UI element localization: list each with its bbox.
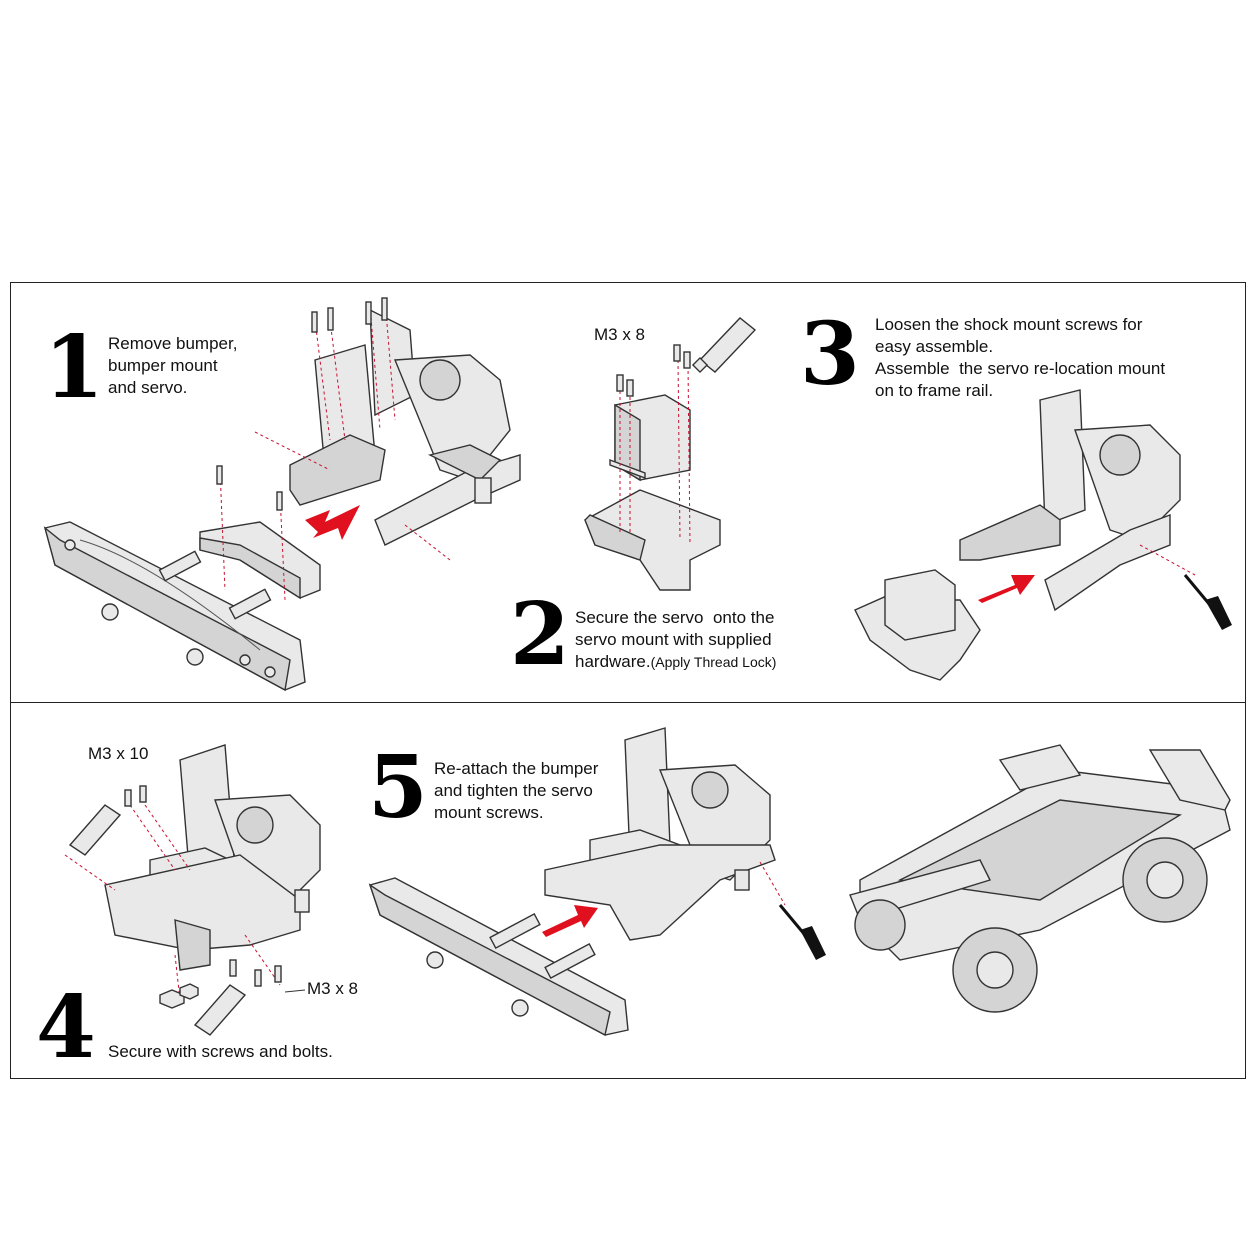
screwdriver-icon — [778, 904, 826, 960]
thread-lock-tube-icon — [691, 317, 757, 374]
step2-servo-illustration — [584, 317, 757, 591]
step-4-screw-label-top: M3 x 10 — [88, 744, 149, 763]
red-arrow-icon — [305, 505, 360, 540]
step-1-text: Remove bumper, bumper mount and servo. — [108, 334, 238, 397]
step-1-number: 1 — [44, 317, 104, 418]
step-2-number: 2 — [510, 584, 570, 685]
step5-illustration — [368, 727, 826, 1037]
completed-chassis-illustration — [849, 744, 1231, 1013]
step-2-text-small: (Apply Thread Lock) — [650, 654, 777, 670]
step4-illustration — [64, 744, 321, 1036]
thread-lock-tube-icon — [68, 804, 247, 1036]
step-5-text: Re-attach the bumper and tighten the ser… — [434, 759, 599, 822]
step1-bumper-illustration — [43, 521, 321, 692]
step-4-number: 4 — [36, 977, 96, 1078]
step1-frame-illustration — [216, 297, 521, 601]
row-divider — [10, 702, 1246, 703]
step-5-number: 5 — [368, 737, 428, 838]
red-arrow-icon — [542, 905, 598, 937]
step-3-text: Loosen the shock mount screws for easy a… — [875, 315, 1166, 400]
step-2-screw-label: M3 x 8 — [594, 325, 646, 344]
step-3-number: 3 — [800, 304, 860, 405]
step-4-text: Secure with screws and bolts. — [108, 1042, 333, 1061]
step3-illustration — [854, 389, 1232, 681]
step-2-text: Secure the servo onto the servo mount wi… — [575, 607, 776, 673]
red-arrow-icon — [978, 575, 1035, 603]
step-4-screw-label-bottom: M3 x 8 — [307, 979, 359, 998]
step-2-text-main: Secure the servo onto the servo mount wi… — [575, 608, 775, 671]
screwdriver-icon — [1183, 574, 1232, 630]
